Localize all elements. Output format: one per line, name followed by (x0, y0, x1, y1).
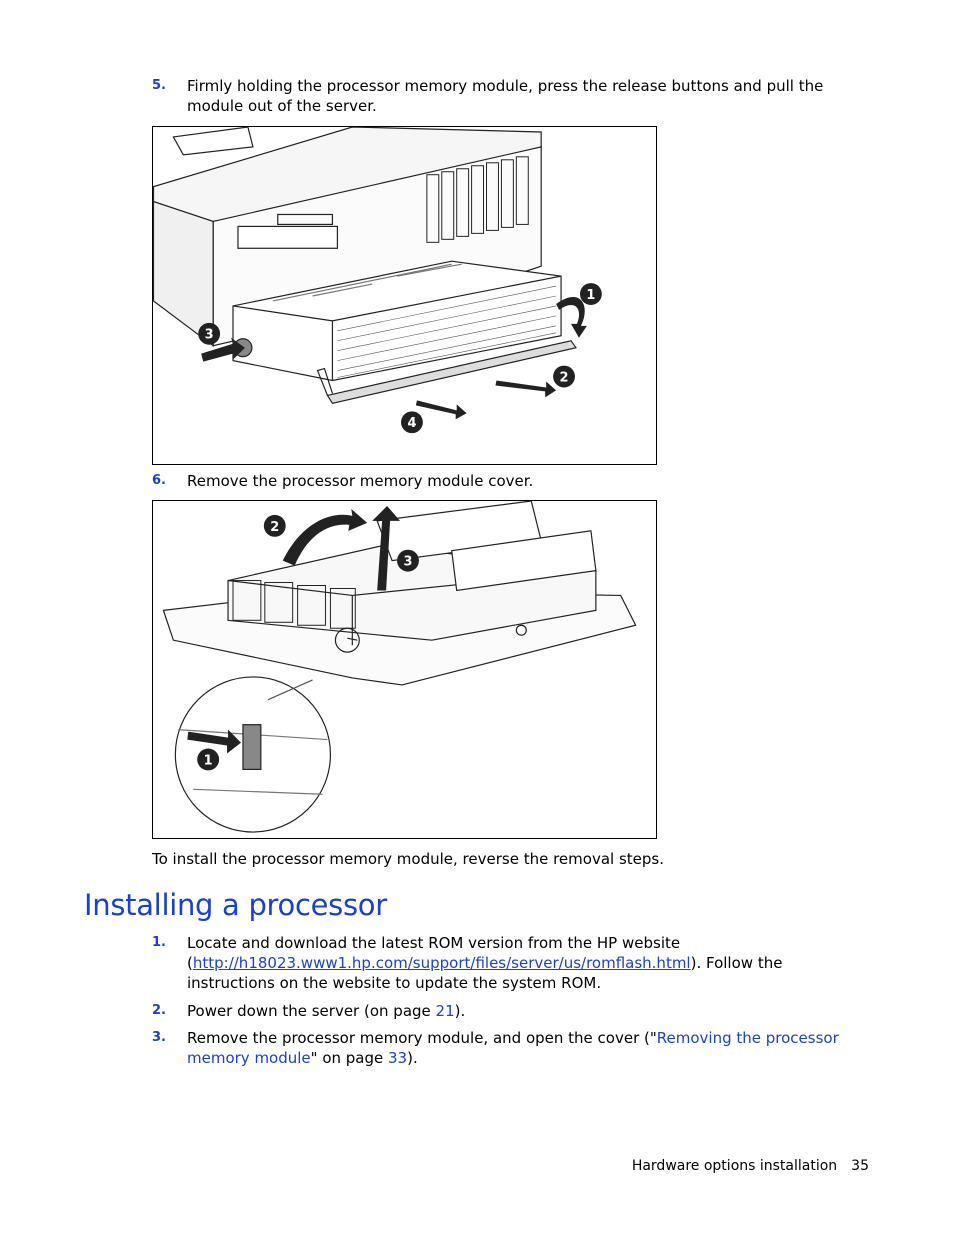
figure-remove-module: 1 2 3 4 (152, 126, 657, 465)
callout-2: 2 (553, 365, 575, 388)
reverse-steps-note: To install the processor memory module, … (152, 850, 664, 868)
step-text-mid: " on page (310, 1049, 389, 1067)
page-footer: Hardware options installation 35 (632, 1158, 869, 1174)
step-text: Remove the processor memory module, and … (187, 1028, 852, 1068)
callout-1: 1 (579, 283, 602, 305)
figure-remove-cover: 1 2 3 (152, 500, 657, 839)
step-number: 2. (152, 1003, 166, 1018)
svg-text:1: 1 (586, 288, 595, 303)
section-title: Installing a processor (84, 888, 387, 922)
step-number: 3. (152, 1030, 166, 1045)
step-text-pre: Remove the processor memory module, and … (187, 1029, 657, 1047)
step-text: Power down the server (on page 21). (187, 1001, 852, 1021)
page-33-link[interactable]: 33 (388, 1049, 408, 1067)
svg-text:2: 2 (560, 370, 569, 385)
module-cover-illustration: 1 2 3 (162, 501, 637, 833)
step-number: 1. (152, 935, 166, 950)
callout-3: 3 (397, 549, 419, 572)
step-text-pre: Locate and download the latest ROM versi… (187, 934, 681, 972)
removing-module-link[interactable]: Removing the processor memory module (187, 1029, 839, 1067)
callout-1: 1 (197, 748, 220, 771)
svg-text:4: 4 (407, 416, 416, 431)
step-text: Firmly holding the processor memory modu… (187, 77, 824, 115)
svg-text:3: 3 (403, 555, 412, 570)
step-text-post: ). Follow the instructions on the websit… (187, 954, 783, 992)
step-number: 5. (152, 78, 166, 93)
step-text-post: ). (454, 1002, 466, 1020)
step-text-pre: Power down the server (on page (187, 1002, 436, 1020)
callout-2: 2 (263, 514, 286, 537)
svg-text:3: 3 (205, 328, 214, 343)
rom-download-link[interactable]: http://h18023.www1.hp.com/support/files/… (192, 954, 691, 972)
svg-text:2: 2 (270, 520, 279, 535)
step-text: Remove the processor memory module cover… (187, 472, 534, 490)
step-number: 6. (152, 473, 166, 488)
svg-text:1: 1 (204, 753, 213, 768)
step-text: Locate and download the latest ROM versi… (187, 933, 852, 993)
callout-4: 4 (401, 411, 423, 434)
step-text-post: ). (407, 1049, 418, 1067)
server-module-illustration: 1 2 3 4 (153, 127, 602, 434)
page-number: 35 (851, 1158, 869, 1174)
footer-section: Hardware options installation (631, 1158, 838, 1174)
callout-3: 3 (198, 322, 221, 345)
page-21-link[interactable]: 21 (435, 1002, 455, 1020)
